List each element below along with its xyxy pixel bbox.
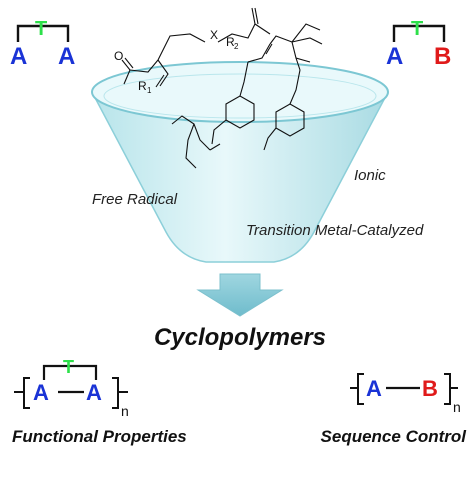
- monomer-right-a: A: [386, 43, 403, 70]
- down-arrow-icon: [196, 273, 284, 317]
- r1-sub-label: 1: [147, 86, 152, 95]
- polymer-right-n: n: [453, 399, 461, 415]
- structure-labels: X O R 1 R 2: [114, 28, 239, 95]
- monomer-left-t: T: [35, 18, 47, 40]
- monomer-right: A T B: [386, 18, 451, 70]
- x-label: X: [210, 28, 218, 42]
- monomer-right-b: B: [434, 43, 451, 70]
- r2-sub-label: 2: [234, 42, 239, 51]
- o-label: O: [114, 49, 123, 63]
- method-transition-metal: Transition Metal-Catalyzed: [246, 222, 424, 239]
- polymer-right-a: A: [366, 376, 382, 401]
- caption-functional-properties: Functional Properties: [12, 427, 187, 446]
- method-free-radical: Free Radical: [92, 191, 178, 208]
- polymer-left-t: T: [63, 357, 74, 377]
- polymer-right: A B n: [350, 373, 461, 415]
- polymer-left-a1: A: [33, 380, 49, 405]
- monomer-structures: [121, 7, 323, 169]
- caption-sequence-control: Sequence Control: [321, 427, 468, 446]
- monomer-left: A T A: [10, 18, 75, 70]
- polymer-left-n: n: [121, 403, 129, 419]
- product-title: Cyclopolymers: [154, 324, 326, 351]
- polymer-left-a2: A: [86, 380, 102, 405]
- polymer-left: A T A n: [14, 357, 129, 419]
- polymer-right-b: B: [422, 376, 438, 401]
- r2-label: R: [226, 35, 235, 49]
- r1-label: R: [138, 79, 147, 93]
- monomer-right-t: T: [411, 18, 423, 40]
- monomer-left-a1: A: [10, 43, 27, 70]
- monomer-left-a2: A: [58, 43, 75, 70]
- method-ionic: Ionic: [354, 167, 386, 184]
